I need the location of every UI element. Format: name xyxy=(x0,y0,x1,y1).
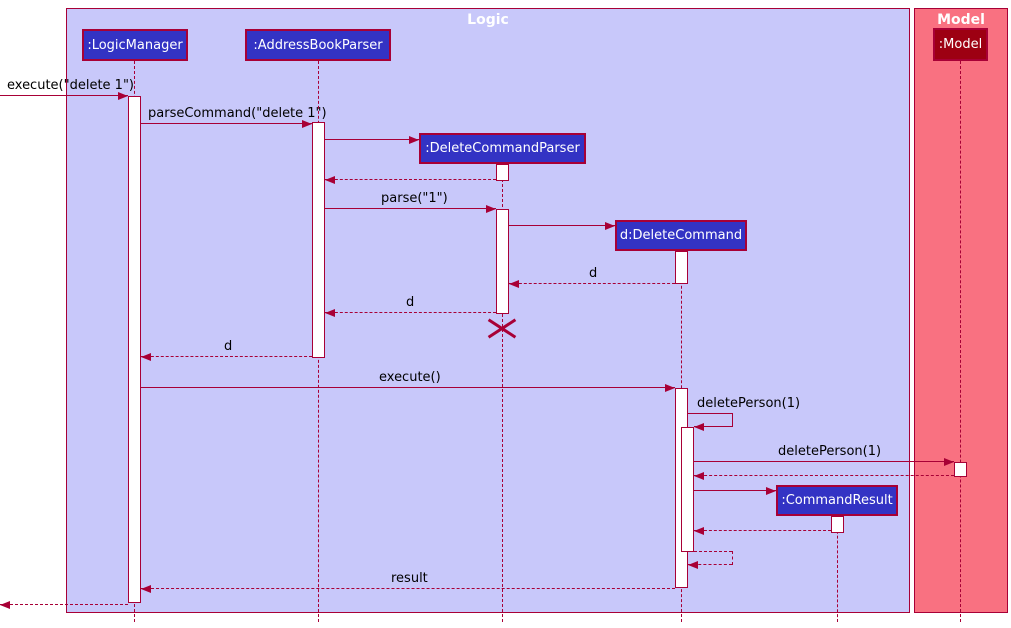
message-label: parse("1") xyxy=(381,191,448,206)
activation-command-result xyxy=(831,516,844,533)
participant-address-book-parser: :AddressBookParser xyxy=(245,29,391,61)
participant-label: :Model xyxy=(938,37,983,52)
logic-frame-title: Logic xyxy=(467,12,509,28)
message-label: parseCommand("delete 1") xyxy=(148,106,327,121)
arrowhead-icon xyxy=(0,601,10,609)
message-line-self-return-side xyxy=(732,551,733,565)
arrowhead-icon xyxy=(302,120,312,128)
arrowhead-icon xyxy=(118,92,128,100)
model-frame-title: Model xyxy=(937,12,985,28)
message-line-delete-person-self-bottom xyxy=(694,426,733,427)
activation-delete-command-create xyxy=(675,251,688,284)
message-line-return-from-model xyxy=(694,475,954,476)
participant-label: :CommandResult xyxy=(781,493,893,508)
message-line-delete-person-self-top xyxy=(688,413,733,414)
message-line-return-result xyxy=(141,588,675,589)
message-label: result xyxy=(391,571,428,586)
message-label: d xyxy=(406,295,415,310)
activation-address-book-parser xyxy=(312,122,325,358)
message-line-execute-delete-1 xyxy=(0,95,128,96)
message-label: deletePerson(1) xyxy=(778,444,882,459)
destroy-icon xyxy=(488,317,516,339)
activation-delete-command-parser-parse xyxy=(496,209,509,314)
message-line-execute xyxy=(141,387,675,388)
message-line-return-to-caller xyxy=(0,604,128,605)
participant-logic-manager: :LogicManager xyxy=(82,29,188,61)
participant-label: :LogicManager xyxy=(87,37,183,53)
message-line-create-delete-command-parser xyxy=(325,139,419,140)
message-line-return-from-command-result xyxy=(694,530,831,531)
message-label: deletePerson(1) xyxy=(697,396,801,411)
message-line-delete-person-model xyxy=(694,461,954,462)
participant-label: d:DeleteCommand xyxy=(619,228,743,243)
message-line-self-return-top xyxy=(694,551,732,552)
arrowhead-icon xyxy=(944,458,954,466)
arrowhead-icon xyxy=(141,353,151,361)
arrowhead-icon xyxy=(694,472,704,480)
arrowhead-icon xyxy=(694,423,704,431)
activation-delete-command-parser-create xyxy=(496,164,509,181)
message-line-return-d-to-address-book-parser xyxy=(325,312,496,313)
activation-logic-manager xyxy=(128,96,141,603)
message-line-parse-command xyxy=(141,123,312,124)
message-line-return-d-to-logic-manager xyxy=(141,356,312,357)
message-label: d xyxy=(224,339,233,354)
arrowhead-icon xyxy=(325,309,335,317)
participant-command-result: :CommandResult xyxy=(776,485,898,516)
message-label: execute("delete 1") xyxy=(7,78,135,93)
message-line-create-command-result xyxy=(694,490,776,491)
arrowhead-icon xyxy=(694,527,704,535)
arrowhead-icon xyxy=(409,136,419,144)
participant-label: :AddressBookParser xyxy=(253,37,383,53)
arrowhead-icon xyxy=(688,561,698,569)
model-frame: Model xyxy=(914,8,1008,613)
arrowhead-icon xyxy=(509,280,519,288)
lifeline-delete-command-parser xyxy=(502,164,503,622)
participant-delete-command: d:DeleteCommand xyxy=(615,220,747,251)
lifeline-command-result xyxy=(837,516,838,622)
message-line-delete-person-self-side xyxy=(732,413,733,427)
arrowhead-icon xyxy=(325,176,335,184)
arrowhead-icon xyxy=(766,487,776,495)
message-line-parse-1 xyxy=(325,208,496,209)
message-label: execute() xyxy=(379,370,441,385)
participant-delete-command-parser: :DeleteCommandParser xyxy=(419,133,586,164)
lifeline-model xyxy=(960,61,961,622)
activation-delete-command-nested xyxy=(681,427,694,552)
arrowhead-icon xyxy=(486,205,496,213)
message-label: d xyxy=(589,266,598,281)
message-line-return-parser-created xyxy=(325,179,496,180)
participant-model: :Model xyxy=(933,28,988,61)
arrowhead-icon xyxy=(141,585,151,593)
arrowhead-icon xyxy=(665,384,675,392)
participant-label: :DeleteCommandParser xyxy=(425,141,580,156)
arrowhead-icon xyxy=(605,222,615,230)
logic-frame: Logic xyxy=(66,8,910,613)
message-line-self-return-bottom xyxy=(688,564,732,565)
message-line-create-delete-command xyxy=(509,225,615,226)
message-line-return-d-to-parser xyxy=(509,283,675,284)
activation-model xyxy=(954,462,967,477)
